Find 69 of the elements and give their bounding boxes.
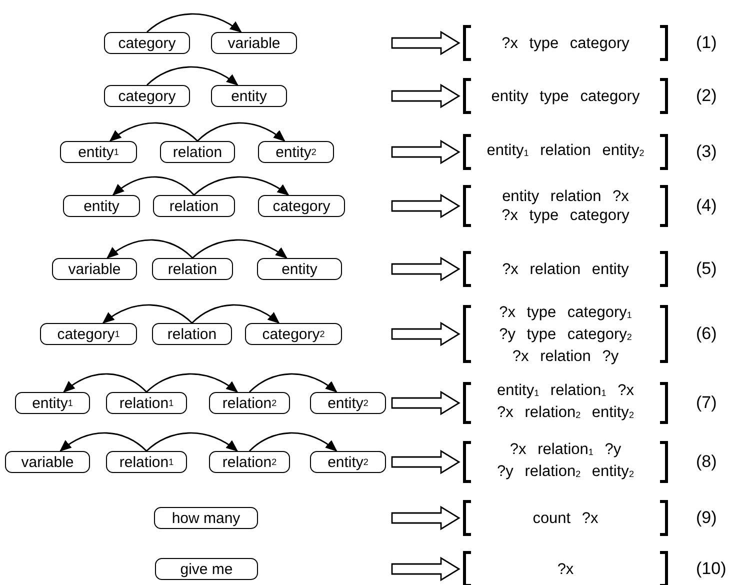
triple-text: ?x relation entity <box>502 260 629 278</box>
term-box: entity <box>211 85 287 107</box>
row-number: (1) <box>696 33 717 53</box>
arc-arrow <box>146 432 238 452</box>
block-arrow <box>391 30 460 56</box>
term-box: variable <box>5 451 90 473</box>
term-box: give me <box>155 558 258 580</box>
arc-arrow <box>146 13 242 33</box>
row-number: (3) <box>696 142 717 162</box>
query-bracket <box>463 500 668 536</box>
arc-arrow <box>106 239 193 259</box>
query-bracket <box>463 251 668 287</box>
block-arrow <box>391 140 460 164</box>
arc-arrow <box>197 122 286 142</box>
arc-arrow <box>146 66 238 86</box>
arc-arrow <box>109 122 198 142</box>
triple-text: ?x relation ?y <box>512 346 619 366</box>
triple-text: entity type category <box>491 86 640 106</box>
arc-arrow <box>249 432 338 452</box>
term-box: category <box>104 85 190 107</box>
term-box: relation <box>160 141 235 163</box>
arc-arrow <box>192 239 288 259</box>
query-bracket <box>463 441 668 483</box>
row-number: (9) <box>696 508 717 528</box>
term-box: relation <box>152 258 233 280</box>
arc-arrow <box>146 373 238 393</box>
triple-text: ?x type category <box>502 206 630 225</box>
row-number: (4) <box>696 196 717 216</box>
arc-arrow <box>62 373 147 393</box>
query-bracket <box>463 78 668 114</box>
row-number: (6) <box>696 324 717 344</box>
block-arrow <box>391 256 460 282</box>
term-box: relation <box>152 323 232 345</box>
query-bracket <box>463 305 668 363</box>
row-number: (7) <box>696 393 717 413</box>
row-number: (5) <box>696 259 717 279</box>
query-bracket <box>463 382 668 424</box>
query-bracket <box>463 551 668 585</box>
block-arrow <box>391 450 460 474</box>
term-box: relation <box>153 195 235 217</box>
query-bracket <box>463 134 668 170</box>
row-number: (10) <box>696 559 726 579</box>
triple-text: ?x <box>557 560 574 578</box>
block-arrow <box>391 194 460 218</box>
triple-text: ?x type category <box>502 34 630 52</box>
block-arrow <box>391 390 460 416</box>
term-box: entity <box>257 258 342 280</box>
arc-arrow <box>249 373 338 393</box>
block-arrow <box>391 506 460 530</box>
row-number: (8) <box>696 452 717 472</box>
row-number: (2) <box>696 86 717 106</box>
term-box: category <box>104 32 190 54</box>
block-arrow <box>391 84 460 108</box>
term-box: variable <box>211 32 297 54</box>
term-box: entity <box>63 195 140 217</box>
arc-arrow <box>194 176 290 196</box>
query-bracket <box>463 25 668 61</box>
block-arrow <box>391 322 460 346</box>
query-bracket <box>463 185 668 227</box>
term-box: variable <box>52 258 137 280</box>
block-arrow <box>391 556 460 582</box>
arc-arrow <box>59 432 147 452</box>
term-box: category <box>258 195 345 217</box>
arc-arrow <box>112 176 194 196</box>
arc-arrow <box>102 304 192 324</box>
triple-text: count ?x <box>532 508 598 528</box>
triple-text: entity relation ?x <box>502 187 629 206</box>
term-box: how many <box>154 507 258 529</box>
arc-arrow <box>192 304 280 324</box>
